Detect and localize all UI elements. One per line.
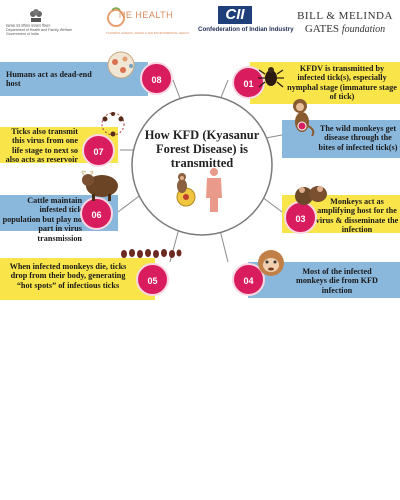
bmgf-logo: BILL & MELINDA GATES foundation (294, 4, 396, 36)
step-03-text: Monkeys act as amplifying host for the v… (315, 197, 399, 235)
cii-logo-icon: CII (218, 6, 252, 24)
monkey-group-icon (295, 186, 327, 205)
ministry-line-2: Department of Health and Family Welfare (6, 28, 73, 32)
one-health-logo-icon (107, 7, 125, 27)
step-01-number: 01 (232, 66, 265, 99)
ashoka-emblem-icon (30, 9, 42, 22)
step-06-text: Cattle maintain infested tick population… (2, 196, 82, 243)
step-04-text: Most of the infected monkeys die from KF… (296, 267, 378, 295)
bmgf-gates: GATES (304, 23, 340, 35)
center-title: How KFD (Kyasanur Forest Disease) is tra… (144, 128, 260, 170)
tick-chain-icon (121, 249, 182, 258)
step-08-text: Humans act as dead-end host (6, 70, 92, 89)
monkey-face-icon (258, 250, 284, 276)
center-circle (131, 94, 273, 236)
step-05-number: 05 (136, 263, 169, 296)
monkey-icon (293, 99, 315, 136)
step-06-number: 06 (80, 197, 113, 230)
bmgf-line-2: GATES foundation (294, 23, 396, 35)
mosquito-cycle-icon (107, 51, 135, 79)
step-05-text: When infected monkeys die, ticks drop fr… (9, 262, 127, 290)
cattle-icon (81, 170, 118, 201)
monkey-human-icon (176, 168, 222, 212)
one-health-logo: NE HEALTH TOWARDS HUMANS, ANIMALS AND EN… (106, 4, 190, 36)
step-07-number: 07 (82, 134, 115, 167)
bmgf-foundation: foundation (341, 24, 386, 35)
ministry-line-1: स्वास्थ्य एवं परिवार कल्याण विभाग (6, 24, 51, 28)
step-05-band (0, 258, 155, 300)
one-health-sub: TOWARDS HUMANS, ANIMALS AND ENVIRONMENTA… (106, 31, 190, 35)
step-02-text: The wild monkeys get disease through the… (318, 124, 398, 152)
step-03-number: 03 (284, 201, 317, 234)
ministry-logo: स्वास्थ्य एवं परिवार कल्याण विभाग Depart… (6, 4, 76, 36)
tick-lifecycle-icon (101, 112, 125, 137)
step-01-text: KFDV is transmitted by infected tick(s),… (287, 64, 397, 102)
cii-name: Confederation of Indian Industry (198, 26, 294, 33)
cii-logo: CII Confederation of Indian Industry (198, 4, 294, 36)
bmgf-line-1: BILL & MELINDA (297, 10, 393, 22)
step-08-number: 08 (140, 62, 173, 95)
tick-icon (258, 67, 284, 88)
one-health-name: NE HEALTH (118, 10, 174, 20)
step-07-text: Ticks also transmit this virus from one … (5, 127, 78, 165)
ministry-line-3: Government of India (6, 32, 39, 36)
